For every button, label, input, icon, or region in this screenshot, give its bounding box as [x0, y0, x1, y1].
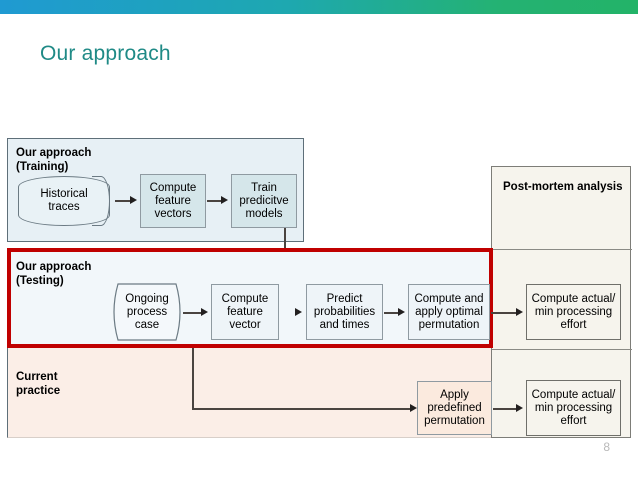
node-compute-apply-optimal-permutation[interactable]: Compute and apply optimal permutation	[408, 284, 490, 340]
node-train-predictive-models[interactable]: Train predicitve models	[231, 174, 297, 228]
arrowhead-to-pm-effort-current	[516, 404, 523, 412]
panel-divider	[492, 349, 632, 350]
arrowhead-to-predict-probabilities	[295, 308, 302, 316]
node-ongoing-process-case[interactable]: Ongoing process case	[108, 283, 186, 341]
node-post-mortem-effort-current[interactable]: Compute actual/ min processing effort	[526, 380, 621, 436]
node-apply-predefined-permutation[interactable]: Apply predefined permutation	[417, 381, 492, 435]
band-label-current-line2: practice	[16, 385, 61, 397]
arrowhead-to-apply-predefined	[410, 404, 417, 412]
arrowhead-to-compute-apply-permutation	[398, 308, 405, 316]
band-label-current-line1: Current	[16, 371, 58, 383]
page-number: 8	[603, 440, 610, 454]
arrowhead-to-pm-effort-testing	[516, 308, 523, 316]
header-accent-bar	[0, 0, 638, 14]
connector-predefined-to-effort	[493, 408, 519, 410]
node-apply-predefined-permutation-label: Apply predefined permutation	[424, 388, 485, 427]
band-label-testing-line2: (Testing)	[16, 275, 64, 287]
node-post-mortem-effort-testing[interactable]: Compute actual/ min processing effort	[526, 284, 621, 340]
arrowhead-to-compute-feature-vectors	[130, 196, 137, 204]
node-compute-feature-vector-label: Compute feature vector	[221, 292, 269, 331]
node-pm-effort-current-label: Compute actual/ min processing effort	[531, 388, 616, 427]
connector-case-to-feature-vector	[183, 312, 203, 314]
approach-diagram: Post-mortem analysis Our approach (Train…	[7, 138, 632, 438]
panel-divider	[492, 249, 632, 250]
node-predict-probabilities-and-times[interactable]: Predict probabilities and times	[306, 284, 383, 340]
node-train-predictive-models-label: Train predicitve models	[239, 181, 289, 220]
arrowhead-to-train-models	[221, 196, 228, 204]
node-compute-apply-permutation-label: Compute and apply optimal permutation	[414, 292, 484, 331]
connector-features-to-train	[207, 200, 223, 202]
node-predict-probabilities-label: Predict probabilities and times	[313, 292, 376, 331]
node-compute-feature-vectors-label: Compute feature vectors	[149, 181, 197, 220]
band-label-testing-line1: Our approach	[16, 261, 92, 273]
band-current-practice	[7, 348, 493, 438]
node-historical-traces[interactable]: Historical traces	[18, 176, 110, 226]
band-label-training-line2: (Training)	[16, 161, 69, 173]
band-label-current-practice: Current practice	[16, 370, 60, 398]
node-pm-effort-testing-label: Compute actual/ min processing effort	[531, 292, 616, 331]
post-mortem-title: Post-mortem analysis	[503, 181, 623, 193]
page-title: Our approach	[40, 42, 171, 65]
connector-case-to-current-horizontal	[192, 408, 411, 410]
connector-traces-to-features	[115, 200, 132, 202]
band-label-testing: Our approach (Testing)	[16, 260, 91, 288]
node-ongoing-process-case-label: Ongoing process case	[125, 292, 169, 331]
arrowhead-to-compute-feature-vector	[201, 308, 208, 316]
node-compute-feature-vector[interactable]: Compute feature vector	[211, 284, 279, 340]
node-historical-traces-label: Historical traces	[40, 188, 88, 213]
connector-predict-to-permutation	[384, 312, 400, 314]
band-label-training: Our approach (Training)	[16, 146, 91, 174]
connector-permutation-to-effort	[491, 312, 518, 314]
node-compute-feature-vectors[interactable]: Compute feature vectors	[140, 174, 206, 228]
band-label-training-line1: Our approach	[16, 147, 92, 159]
connector-case-to-current-vertical	[192, 335, 194, 409]
